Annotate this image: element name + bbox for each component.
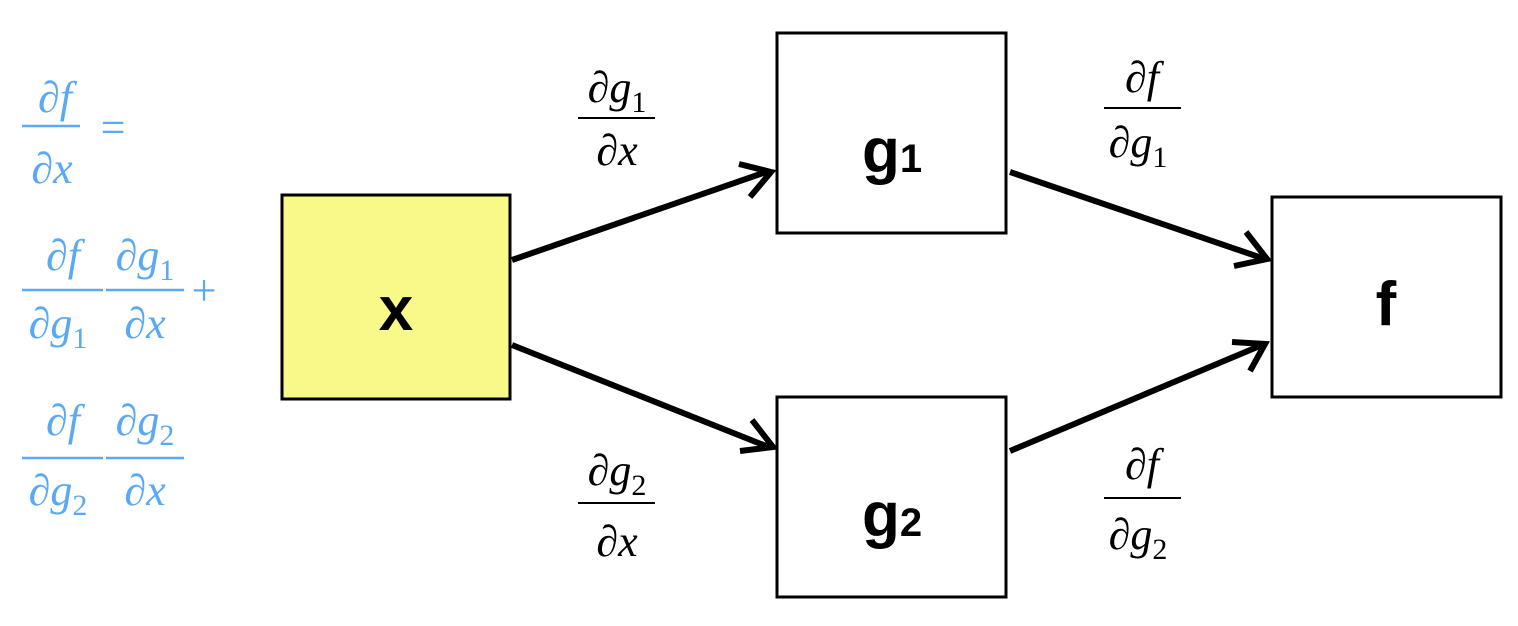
fraction-denominator: ∂g1 [1109, 118, 1168, 174]
node-f: f [1270, 195, 1503, 399]
formula-term-1: ∂f ∂g1 ∂g1 ∂x + [22, 231, 216, 355]
edge-label-g1-f: ∂f ∂g1 [1104, 53, 1181, 174]
term1-b-denominator: ∂x [124, 299, 166, 348]
arrowhead-f-top [1233, 230, 1273, 269]
node-g2-label: g2 [862, 481, 922, 550]
fraction-denominator: ∂x [596, 517, 638, 566]
node-g1: g1 [775, 31, 1008, 235]
edges [510, 161, 1273, 454]
chain-rule-formula: ∂f ∂x = ∂f ∂g1 ∂g1 ∂x + ∂f ∂g2 ∂g2 ∂x [22, 73, 216, 522]
arrowhead-f-bottom [1231, 339, 1270, 373]
node-x-label: x [379, 275, 414, 344]
term1-a-denominator: ∂g1 [29, 299, 88, 355]
fraction-numerator: ∂g1 [588, 63, 647, 119]
edge-x-to-g2 [510, 342, 768, 449]
term2-a-numerator: ∂f [46, 396, 86, 445]
node-g2: g2 [775, 395, 1008, 599]
equals-sign: = [101, 103, 126, 152]
g2-node-box [775, 395, 1008, 599]
term2-b-denominator: ∂x [124, 466, 166, 515]
edge-g1-to-f [1009, 169, 1263, 261]
fraction-numerator: ∂f [1125, 440, 1165, 489]
arrowhead-g2 [739, 418, 779, 454]
edge-g2-to-f [1008, 342, 1264, 454]
arrowhead-g1 [738, 161, 777, 199]
term2-a-denominator: ∂g2 [29, 466, 88, 522]
input-node-box [280, 193, 512, 401]
fraction-denominator: ∂x [596, 126, 638, 175]
lhs-denominator: ∂x [31, 144, 73, 193]
node-x: x [280, 193, 512, 401]
term1-b-numerator: ∂g1 [116, 231, 175, 287]
edge-label-g2-f: ∂f ∂g2 [1104, 440, 1181, 566]
formula-lhs: ∂f ∂x = [22, 73, 125, 193]
plus-sign: + [192, 266, 217, 315]
term2-b-numerator: ∂g2 [116, 396, 175, 452]
edge-x-to-g1 [511, 169, 767, 263]
fraction-numerator: ∂f [1125, 53, 1165, 102]
fraction-numerator: ∂g2 [588, 446, 647, 502]
node-g1-label: g1 [862, 117, 922, 186]
g1-node-box [775, 31, 1008, 235]
fraction-denominator: ∂g2 [1109, 510, 1168, 566]
edge-label-x-g2: ∂g2 ∂x [578, 446, 655, 566]
term1-a-numerator: ∂f [46, 231, 86, 280]
lhs-numerator: ∂f [38, 73, 78, 122]
formula-term-2: ∂f ∂g2 ∂g2 ∂x [22, 396, 184, 522]
edge-label-x-g1: ∂g1 ∂x [578, 63, 655, 175]
output-node-box [1270, 195, 1503, 399]
node-f-label: f [1376, 270, 1397, 339]
